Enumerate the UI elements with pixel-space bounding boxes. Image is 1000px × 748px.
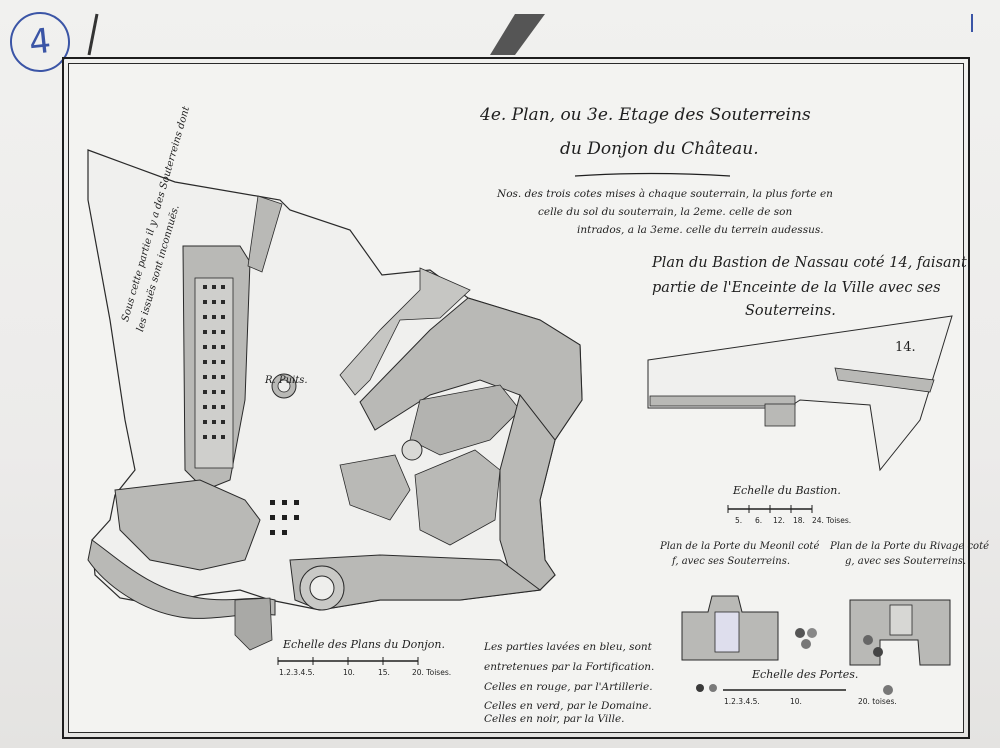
portes-scale-tick: 20. toises. bbox=[858, 697, 897, 706]
south-wall bbox=[289, 554, 542, 611]
edge-mark bbox=[87, 13, 99, 56]
porte-rivage-passage bbox=[889, 604, 913, 636]
column-grid bbox=[203, 285, 225, 439]
donjon-plan bbox=[87, 149, 583, 651]
donjon-scale-tick: 15. bbox=[378, 668, 390, 677]
legend-line1: Les parties lavées en bleu, sont bbox=[484, 641, 652, 653]
donjon-scale-tick: 20. Toises. bbox=[412, 668, 452, 677]
legend-line2: entretenues par la Fortification. bbox=[484, 661, 655, 673]
east-wall bbox=[499, 393, 556, 591]
bastion-souterrain bbox=[834, 367, 935, 393]
porte-meonil-line1: Plan de la Porte du Meonil coté bbox=[660, 541, 820, 552]
bastion-title-line2: partie de l'Enceinte de la Ville avec se… bbox=[652, 280, 941, 296]
well-shaft bbox=[277, 379, 291, 393]
south-gate bbox=[234, 597, 273, 651]
southwest-road bbox=[87, 539, 276, 619]
legend-line4: Celles en verd, par le Domaine. bbox=[484, 700, 652, 712]
edge-mark bbox=[490, 14, 545, 55]
portes-scale-tick: 1.2.3.4.5. bbox=[724, 697, 760, 706]
northeast-wing bbox=[339, 267, 471, 396]
bastion-scale-tick: 6. bbox=[755, 516, 763, 525]
donjon-scale-tick: 10. bbox=[343, 668, 355, 677]
outer-frame bbox=[62, 57, 970, 739]
porte-rivage-plan bbox=[849, 599, 951, 695]
note-line2: celle du sol du souterrain, la 2eme. cel… bbox=[538, 206, 793, 218]
north-strip bbox=[247, 195, 283, 273]
bastion-number: 14. bbox=[895, 340, 916, 355]
note-line3: intrados, a la 3eme. celle du terrein au… bbox=[577, 224, 824, 236]
bastion-scale-tick: 5. bbox=[735, 516, 743, 525]
bastion-scale-tick: 24. Toises. bbox=[812, 516, 852, 525]
bastion-title-line1: Plan du Bastion de Nassau coté 14, faisa… bbox=[652, 255, 967, 271]
east-block bbox=[414, 449, 501, 546]
round-chamber bbox=[401, 439, 423, 461]
bastion-title-line3: Souterreins. bbox=[745, 303, 836, 319]
portes-scale-tick: 10. bbox=[790, 697, 802, 706]
southwest-bastion bbox=[114, 479, 261, 571]
bastion-scale-tick: 12. bbox=[773, 516, 785, 525]
bastion-gallery bbox=[649, 395, 796, 407]
donjon-scale-bar bbox=[277, 657, 419, 665]
bastion-chamber bbox=[764, 403, 796, 427]
porte-meonil-passage bbox=[714, 611, 740, 653]
porte-rivage-line2: g, avec ses Souterreins. bbox=[845, 556, 967, 567]
stair-well bbox=[309, 575, 335, 601]
portes-scale-label: Echelle des Portes. bbox=[752, 668, 859, 681]
legend-line3: Celles en rouge, par l'Artillerie. bbox=[484, 681, 653, 693]
bastion-scale-label: Echelle du Bastion. bbox=[733, 484, 841, 497]
donjon-scale-tick: 1.2.3.4.5. bbox=[279, 668, 315, 677]
porte-rivage-line1: Plan de la Porte du Rivage coté bbox=[830, 541, 989, 552]
note-line1: Nos. des trois cotes mises à chaque sout… bbox=[497, 188, 833, 200]
puits-label: R. Puits. bbox=[265, 375, 308, 386]
central-block bbox=[339, 454, 411, 521]
porte-meonil-plan bbox=[681, 595, 817, 692]
bastion-plan bbox=[647, 315, 953, 513]
porte-meonil-line2: f, avec ses Souterreins. bbox=[672, 556, 791, 567]
plan-title-line1: 4e. Plan, ou 3e. Etage des Souterreins bbox=[480, 105, 811, 125]
donjon-scale-label: Echelle des Plans du Donjon. bbox=[283, 638, 445, 651]
gallery bbox=[194, 277, 234, 469]
title-flourish bbox=[574, 172, 731, 177]
plan-title-line2: du Donjon du Château. bbox=[560, 139, 759, 159]
piers bbox=[270, 500, 299, 535]
bastion-scale-tick: 18. bbox=[793, 516, 805, 525]
legend-line5: Celles en noir, par la Ville. bbox=[484, 713, 625, 725]
bastion-outline bbox=[647, 315, 953, 472]
